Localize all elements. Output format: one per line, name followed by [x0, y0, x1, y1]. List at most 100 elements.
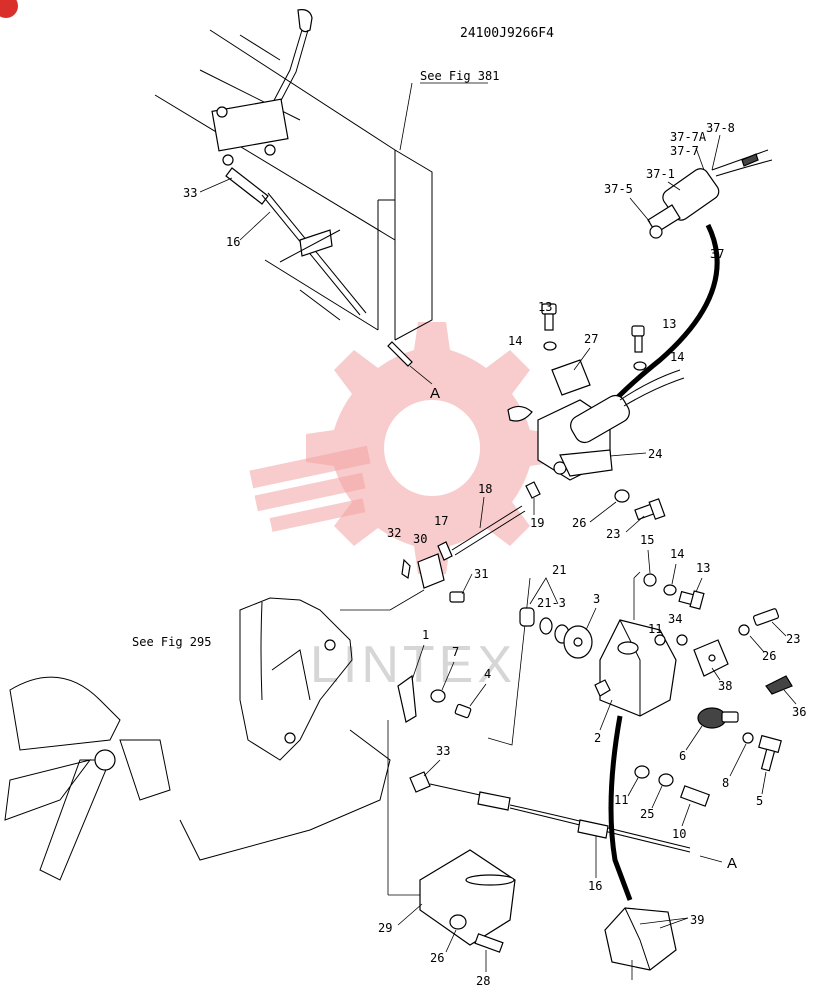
bracket-21-leader	[487, 577, 531, 746]
leader-37-8	[711, 134, 721, 171]
callout-33-bottom: 33	[436, 744, 450, 758]
callout-11-a: 11	[648, 622, 662, 636]
bolt-23-right	[752, 608, 780, 626]
leader-5	[761, 771, 767, 795]
callout-11-b: 11	[614, 793, 628, 807]
throttle-lever	[211, 9, 313, 205]
callout-37-1: 37-1	[646, 167, 675, 181]
washer-8	[742, 732, 754, 744]
callout-30: 30	[413, 532, 427, 546]
leader-37-7	[695, 147, 705, 171]
rod-assembly	[401, 481, 541, 603]
leader-26-b	[749, 635, 765, 653]
callout-8: 8	[722, 776, 729, 790]
cooling-fan	[4, 676, 171, 881]
leader-26-c	[445, 929, 457, 953]
clip-36	[765, 675, 793, 695]
callout-39: 39	[690, 913, 704, 927]
leader-37-1	[667, 181, 681, 191]
washer-14-lower	[663, 584, 677, 596]
leader-18	[479, 496, 485, 529]
washer-26-right	[738, 624, 750, 636]
leader-6	[685, 725, 703, 751]
callout-13-a: 13	[538, 300, 552, 314]
callout-31: 31	[474, 567, 488, 581]
callout-23-a: 23	[606, 527, 620, 541]
washer-34	[676, 634, 688, 646]
callout-1: 1	[422, 628, 429, 642]
callout-7: 7	[452, 645, 459, 659]
see-fig-381-label: See Fig 381	[420, 69, 499, 83]
callout-24: 24	[648, 447, 662, 461]
leader-14-c	[671, 563, 677, 585]
cable-bracket	[419, 849, 516, 953]
leader-26-a	[589, 501, 617, 523]
callout-6: 6	[679, 749, 686, 763]
callout-28: 28	[476, 974, 490, 988]
stop-solenoid	[647, 149, 773, 239]
callout-26-c: 26	[430, 951, 444, 965]
bracket-21-group	[519, 577, 593, 659]
leader-23-a	[625, 515, 645, 533]
leader-29	[397, 903, 423, 926]
section-a-leader-bottom	[699, 855, 723, 863]
callout-16-top: 16	[226, 235, 240, 249]
callout-4: 4	[484, 667, 491, 681]
corner-badge-icon	[0, 0, 18, 18]
callout-32: 32	[387, 526, 401, 540]
callout-5: 5	[756, 794, 763, 808]
leader-25	[651, 785, 663, 809]
washer-14-right	[633, 361, 647, 371]
bolt-13-upper	[541, 303, 557, 331]
cab-console	[154, 29, 433, 341]
leader-33-bottom	[423, 759, 441, 777]
leader-1	[411, 644, 425, 681]
see-fig-381-leader	[399, 82, 413, 151]
see-fig-295-label: See Fig 295	[132, 635, 211, 649]
callout-14-a: 14	[508, 334, 522, 348]
leader-2	[599, 699, 613, 731]
solenoid-bracket-assembly	[507, 359, 685, 481]
section-a-bottom: A	[727, 855, 737, 872]
callout-2: 2	[594, 731, 601, 745]
leader-16-top	[239, 211, 271, 241]
bolt-10	[679, 785, 711, 807]
leader-27	[573, 347, 591, 371]
callout-33-top: 33	[183, 186, 197, 200]
washer-15	[643, 573, 657, 587]
callout-21-3: 21-3	[537, 596, 566, 610]
callout-14-b: 14	[670, 350, 684, 364]
callout-17: 17	[434, 514, 448, 528]
leader-rod-link	[389, 589, 425, 611]
leader-39-a	[639, 917, 689, 925]
drawing-number: 24100J9266F4	[460, 26, 554, 41]
bolt-13-lower	[678, 590, 705, 610]
section-a-top: A	[430, 385, 440, 402]
callout-34: 34	[668, 612, 682, 626]
bolt-23-upper	[634, 498, 666, 521]
callout-21: 21	[552, 563, 566, 577]
throttle-cable-upper	[261, 192, 413, 367]
callout-37-5: 37-5	[604, 182, 633, 196]
callout-14-c: 14	[670, 547, 684, 561]
callout-19: 19	[530, 516, 544, 530]
callout-36: 36	[792, 705, 806, 719]
solenoid-cable-lower	[608, 715, 633, 901]
callout-26-b: 26	[762, 649, 776, 663]
engine-governor	[179, 597, 391, 861]
callout-27: 27	[584, 332, 598, 346]
governor-lever	[397, 674, 472, 723]
callout-37-8: 37-8	[706, 121, 735, 135]
leader-15	[647, 549, 651, 574]
leader-3	[585, 607, 597, 631]
washer-14-upper	[543, 341, 557, 351]
leader-31	[461, 573, 473, 595]
callout-38: 38	[718, 679, 732, 693]
leader-11-b	[627, 777, 639, 797]
switch-plate	[693, 639, 729, 677]
washer-11-lower	[634, 765, 650, 779]
callout-37-7a: 37-7A	[670, 130, 707, 144]
leader-37-5	[629, 197, 651, 223]
